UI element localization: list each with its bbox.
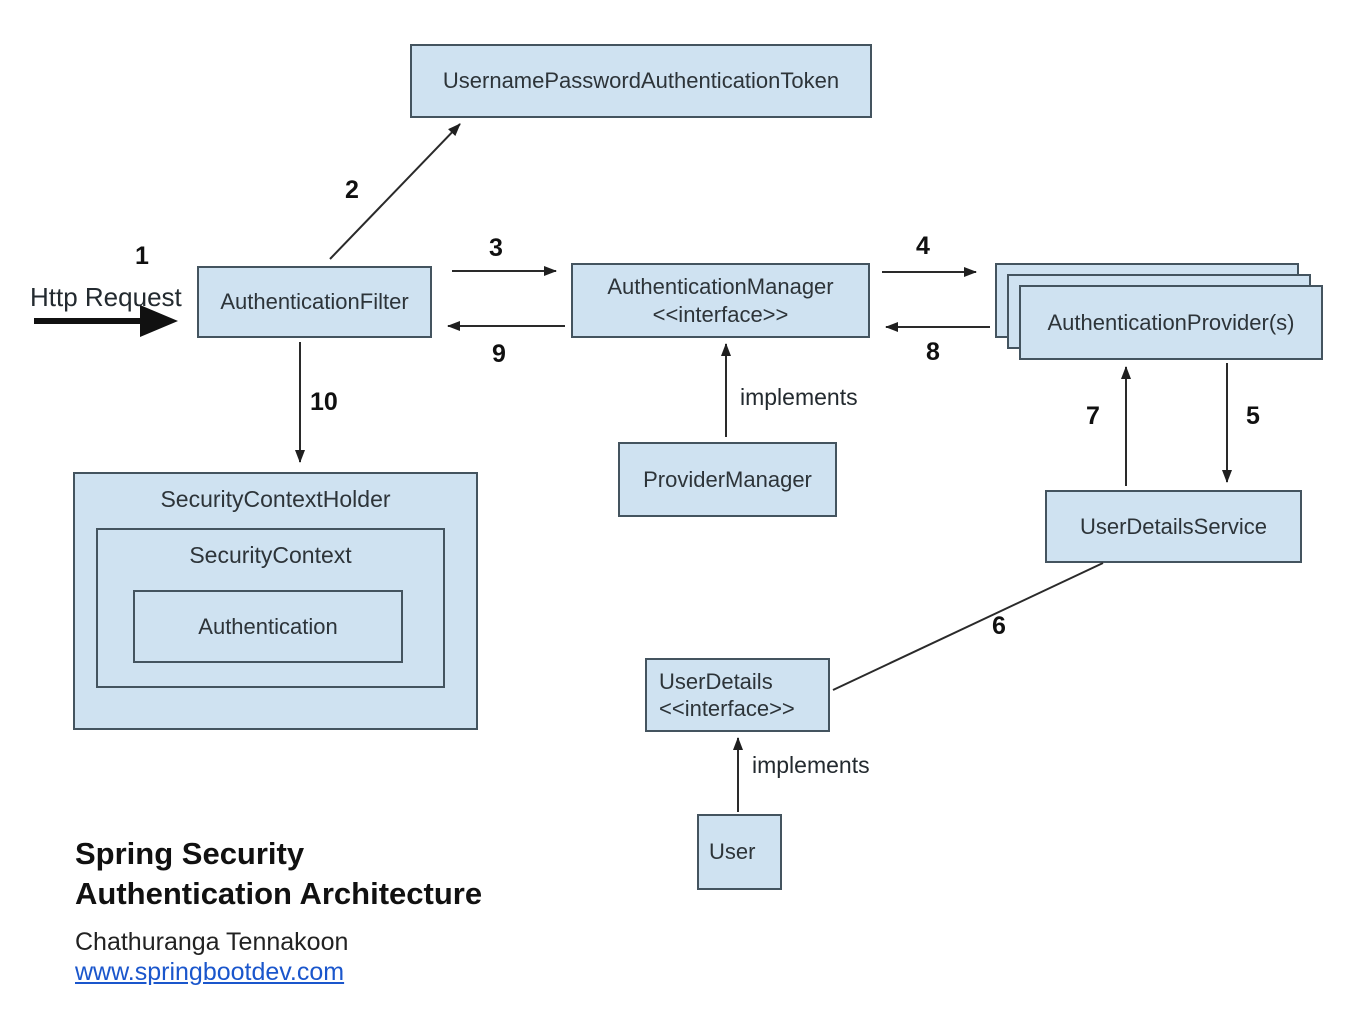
implements-label-user: implements: [752, 752, 870, 778]
box-label: AuthenticationManager: [607, 274, 834, 299]
box-stereotype: <<interface>>: [659, 696, 795, 721]
box-label: UsernamePasswordAuthenticationToken: [442, 68, 840, 94]
step-label-8: 8: [926, 338, 940, 366]
box-authentication-providers: AuthenticationProvider(s): [1019, 285, 1323, 360]
box-authentication-filter: AuthenticationFilter: [197, 266, 432, 338]
implements-label-provider-manager: implements: [740, 384, 858, 410]
box-username-password-authentication-token: UsernamePasswordAuthenticationToken: [410, 44, 872, 118]
step-label-4: 4: [916, 232, 930, 260]
box-provider-manager: ProviderManager: [618, 442, 837, 517]
step-label-9: 9: [492, 340, 506, 368]
box-user-details-service: UserDetailsService: [1045, 490, 1302, 563]
website-link[interactable]: www.springbootdev.com: [75, 958, 345, 986]
step-label-2: 2: [345, 176, 359, 204]
line-step-6: [832, 562, 1104, 691]
diagram-title-line2: Authentication Architecture: [75, 876, 483, 912]
step-label-7: 7: [1086, 402, 1100, 430]
box-user-details: UserDetails <<interface>>: [645, 658, 830, 732]
box-label: AuthenticationProvider(s): [1047, 309, 1295, 335]
step-label-6: 6: [992, 612, 1006, 640]
box-label: ProviderManager: [643, 466, 812, 492]
diagram-title-line1: Spring Security: [75, 836, 305, 871]
box-authentication: Authentication: [133, 590, 403, 663]
box-stereotype: <<interface>>: [652, 301, 789, 327]
box-label: SecurityContext: [189, 542, 352, 568]
step-label-3: 3: [489, 234, 503, 262]
box-authentication-manager: AuthenticationManager <<interface>>: [571, 263, 870, 338]
box-user: User: [697, 814, 782, 890]
step-label-5: 5: [1246, 402, 1260, 430]
box-label: User: [709, 839, 756, 865]
step-label-10: 10: [310, 388, 338, 416]
box-label: UserDetails: [659, 668, 773, 694]
step-label-1: 1: [135, 242, 149, 270]
box-label: AuthenticationFilter: [220, 289, 409, 315]
author-name: Chathuranga Tennakoon: [75, 928, 349, 956]
box-label: SecurityContextHolder: [160, 486, 391, 512]
diagram-title: Spring Security Authentication Architect…: [75, 834, 482, 915]
box-label: UserDetailsService: [1079, 513, 1268, 539]
box-label: Authentication: [198, 613, 338, 639]
http-request-label: Http Request: [30, 282, 182, 312]
